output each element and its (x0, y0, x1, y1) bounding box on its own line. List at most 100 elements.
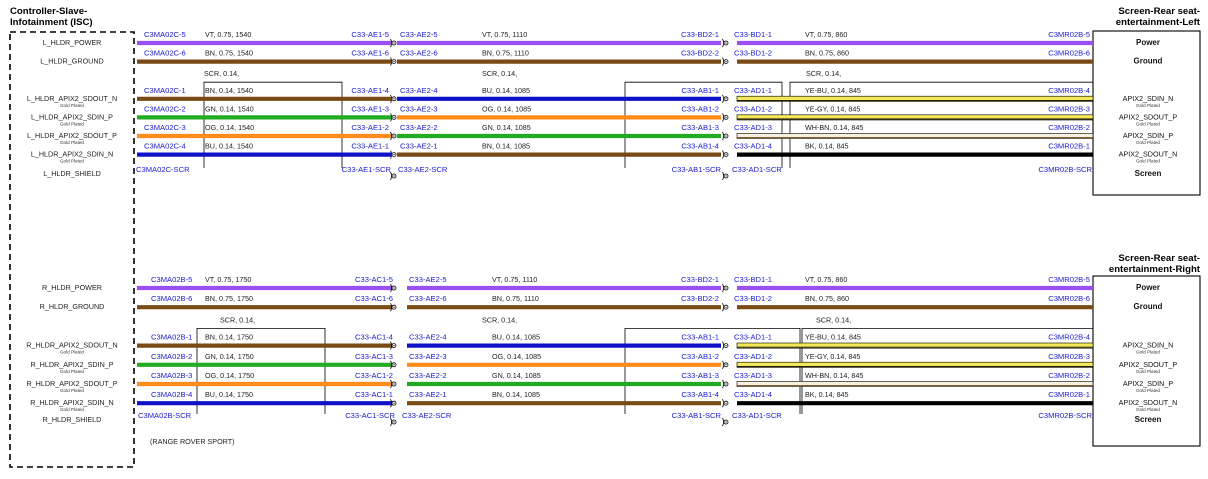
screen-pin-label: APIX2_SDIN_P (1123, 379, 1174, 388)
inline-connector-a-mate (390, 399, 393, 408)
scr-label: SCR, 0.14, (816, 315, 851, 324)
wire-label: GN, 0.14, 1750 (205, 352, 254, 361)
inline-connector-b-mate (722, 399, 725, 408)
connector-label: C3MR02B-5 (1048, 30, 1090, 39)
shield-connector-label: C3MA02B-SCR (138, 411, 192, 420)
connector-label: C33-AE2-4 (409, 333, 447, 342)
connector-label: C33-AE2-1 (409, 390, 447, 399)
inline-connector-b-dot (725, 402, 727, 404)
controller-pin-label: L_HLDR_APIX2_SDOUT_P (27, 131, 117, 140)
connector-label: C33-AC1-5 (355, 275, 393, 284)
screen-pin-sub: Gold Plated (1136, 103, 1160, 108)
screen-pin-label: Ground (1134, 57, 1163, 66)
screen-pin-label: Screen (1135, 415, 1162, 424)
connector-label: C33-AE2-2 (400, 123, 438, 132)
wire-label: BN, 0.75, 860 (805, 49, 849, 58)
connector-label: C33-BD1-2 (734, 49, 772, 58)
wire-label: BN, 0.75, 1110 (482, 49, 529, 58)
connector-label: C33-AB1-2 (681, 104, 719, 113)
wire-label: BU, 0.14, 1750 (205, 390, 253, 399)
screen-pin-sub: Gold Plated (1136, 388, 1160, 393)
shield-connector-label: C3MA02C-SCR (136, 165, 190, 174)
connector-label: C33-BD2-2 (681, 294, 719, 303)
connector-label: C3MR02B-3 (1048, 352, 1090, 361)
connector-label: C3MA02C-3 (144, 123, 186, 132)
controller-pin-label: L_HLDR_GROUND (40, 57, 104, 66)
connector-label: C33-AE2-5 (400, 30, 438, 39)
inline-connector-b-mate (722, 38, 725, 48)
connector-label: C33-AB1-2 (681, 352, 719, 361)
inline-connector-b-dot (725, 345, 727, 347)
shield-box-0-2 (789, 81, 1094, 168)
screen-right-title-line2: entertainment-Right (1109, 264, 1201, 275)
screen-pin-sub: Gold Plated (1136, 369, 1160, 374)
connector-label: C3MR02B-5 (1048, 275, 1090, 284)
wire-label: BN, 0.14, 1750 (205, 333, 253, 342)
inline-connector-b-mate (722, 360, 725, 369)
inline-connector-b-mate (722, 283, 725, 293)
inline-connector-a-dot (393, 345, 395, 347)
wire-label: GN, 0.14, 1540 (205, 104, 254, 113)
screen-pin-sub: Gold Plated (1136, 140, 1160, 145)
controller-pin-label: L_HLDR_APIX2_SDIN_N (31, 150, 113, 159)
wire-segment (736, 361, 1094, 368)
connector-label: C33-AB1-3 (681, 371, 719, 380)
inline-connector-b-dot (725, 116, 727, 118)
connector-label: C33-AB1-1 (681, 333, 719, 342)
wire-label: GN, 0.14, 1085 (492, 371, 541, 380)
inline-connector-b-dot (725, 154, 727, 156)
connector-label: C33-AE2-6 (400, 49, 438, 58)
shield-box-1-1 (624, 328, 801, 414)
inline-connector-a-mate (390, 283, 393, 293)
controller-box (9, 31, 135, 468)
connector-label: C3MA02B-3 (151, 371, 192, 380)
connector-label: C33-AC1-6 (355, 294, 393, 303)
connector-label: C3MR02B-6 (1048, 294, 1090, 303)
screen-pin-label: Ground (1134, 302, 1163, 311)
connector-label: C3MA02B-4 (151, 390, 192, 399)
screen-pin-sub: Gold Plated (1136, 407, 1160, 412)
wire-label: BN, 0.14, 1540 (205, 86, 253, 95)
wire-label: BU, 0.14, 1085 (492, 333, 540, 342)
inline-connector-b-dot (725, 383, 727, 385)
wire-label: BK, 0.14, 845 (805, 390, 849, 399)
inline-connector-b-dot (725, 306, 727, 308)
shield-connector-label: C33-AB1-SCR (672, 411, 722, 420)
connector-label: C3MR02B-3 (1048, 104, 1090, 113)
controller-pin-sub: Gold Plated (60, 159, 84, 164)
shield-connector-label: C3MR02B-SCR (1038, 411, 1092, 420)
connector-label: C33-AE1-5 (351, 30, 389, 39)
inline-connector-b-mate (722, 303, 725, 312)
inline-connector-a-mate (390, 379, 393, 389)
screen-pin-label: APIX2_SDIN_N (1123, 341, 1174, 350)
shield-connector-mark-dot (725, 421, 727, 423)
controller-pin-label: L_HLDR_SHIELD (43, 169, 101, 178)
wire-label: VT, 0.75, 1750 (205, 275, 251, 284)
scr-label: SCR, 0.14, (806, 69, 841, 78)
wire-label: WH-BN, 0.14, 845 (805, 371, 863, 380)
connector-label: C3MR02B-1 (1048, 142, 1090, 151)
screen-pin-label: APIX2_SDIN_N (1123, 94, 1174, 103)
controller-pin-label: R_HLDR_APIX2_SDIN_N (30, 398, 114, 407)
shield-connector-mark-mate (390, 417, 393, 427)
inline-connector-a-dot (393, 61, 395, 63)
connector-label: C33-AD1-2 (734, 104, 772, 113)
screen-pin-label: APIX2_SDOUT_N (1119, 398, 1178, 407)
wire-label: BN, 0.75, 1540 (205, 49, 253, 58)
wire-label: OG, 0.14, 1750 (205, 371, 254, 380)
inline-connector-a-mate (390, 360, 393, 369)
connector-label: C33-AD1-2 (734, 352, 772, 361)
inline-connector-a-mate (390, 131, 393, 141)
screen-pin-label: APIX2_SDOUT_N (1119, 150, 1178, 159)
shield-box-1-2 (801, 328, 1094, 414)
connector-label: C3MR02B-2 (1048, 123, 1090, 132)
shield-connector-label: C3MR02B-SCR (1038, 165, 1092, 174)
shield-connector-mark-mate (722, 171, 725, 181)
shield-connector-mark-mate (722, 417, 725, 427)
controller-pin-label: L_HLDR_APIX2_SDOUT_N (27, 94, 117, 103)
wire-segment (736, 381, 1094, 387)
connector-label: C3MR02B-4 (1048, 333, 1090, 342)
inline-connector-a-mate (390, 303, 393, 312)
screen-pin-sub: Gold Plated (1136, 350, 1160, 355)
inline-connector-a-dot (393, 383, 395, 385)
